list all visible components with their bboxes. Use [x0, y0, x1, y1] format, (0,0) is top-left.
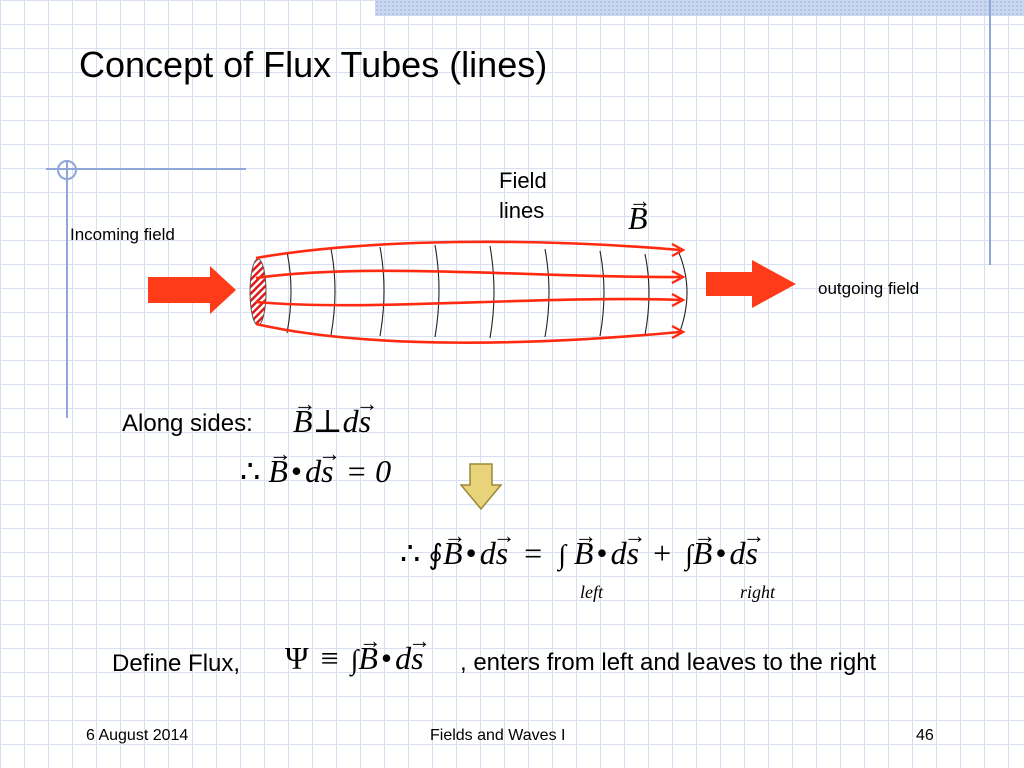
int-s1: s [496, 535, 508, 572]
int-b1: B [443, 535, 463, 572]
int-equals: = [524, 535, 543, 571]
field-line-arrowheads [671, 242, 686, 340]
flux-integral-symbol: ∫ [350, 645, 359, 676]
b-vector-symbol: B [628, 200, 648, 237]
int-dot3: • [715, 535, 727, 571]
define-flux-label: Define Flux, [112, 650, 241, 677]
slide-title: Concept of Flux Tubes (lines) [79, 44, 548, 85]
left-decoration-line [66, 160, 68, 418]
closed-integral-symbol: ∮ [428, 540, 443, 571]
flux-d: d [395, 640, 412, 676]
flux-definition-equation: Ψ ≡ ∫B•ds [285, 640, 424, 677]
perp-symbol: ⊥ [312, 403, 343, 439]
decoration-circle [57, 160, 77, 180]
perp-d: d [342, 403, 359, 439]
flux-s: s [411, 640, 423, 677]
left-subscript: left [580, 582, 603, 602]
left-decoration-hline [46, 168, 246, 170]
zero-eq-equals-zero: = 0 [345, 453, 392, 489]
field-lines-label-line1: Field [499, 168, 547, 193]
incoming-arrow [148, 266, 236, 314]
integral-equation: ∴ ∮B•ds = ∫ B•ds + ∫B•ds [400, 534, 758, 572]
int-s2: s [627, 535, 639, 572]
zero-eq-dot: • [290, 453, 303, 489]
left-integral-symbol: ∫ [558, 540, 566, 571]
int-d2: d [610, 535, 627, 571]
along-sides-label: Along sides: [122, 410, 253, 437]
perp-b: B [293, 403, 313, 440]
int-dot1: • [465, 535, 477, 571]
left-cross-section [249, 258, 267, 326]
header-decoration-band [375, 0, 1024, 16]
therefore-symbol: ∴ [240, 453, 261, 489]
footer-course: Fields and Waves I [430, 727, 566, 744]
field-lines-label-line2: lines [499, 198, 545, 223]
zero-eq-d: d [305, 453, 322, 489]
field-lines [255, 240, 681, 344]
zero-eq-s: s [321, 453, 333, 490]
flux-dot: • [380, 640, 393, 676]
flux-b: B [358, 640, 378, 677]
outgoing-arrow [706, 260, 796, 308]
down-arrow-icon [460, 463, 502, 511]
incoming-field-label: Incoming field [70, 225, 175, 244]
zero-eq-b: B [268, 453, 288, 490]
flux-tube-diagram [148, 240, 796, 344]
outgoing-field-label: outgoing field [818, 279, 920, 298]
dot-product-zero-equation: ∴ B•ds = 0 [240, 452, 391, 490]
int-d1: d [479, 535, 496, 571]
right-decoration-line [989, 0, 991, 265]
int-s3: s [746, 535, 758, 572]
perp-s: s [359, 403, 371, 440]
define-flux-tail: , enters from left and leaves to the rig… [460, 649, 877, 676]
right-integral-symbol: ∫ [685, 540, 693, 571]
equiv-symbol: ≡ [320, 640, 339, 676]
psi-symbol: Ψ [285, 640, 309, 676]
int-b3: B [693, 535, 713, 572]
footer-date: 6 August 2014 [86, 727, 189, 744]
int-b2: B [574, 535, 594, 572]
right-subscript: right [740, 582, 776, 602]
int-d3: d [729, 535, 746, 571]
tube-ribs [286, 244, 688, 339]
footer-page-number: 46 [916, 727, 934, 744]
b-vector-label: B [628, 200, 648, 237]
perpendicular-equation: B⊥ds [293, 402, 371, 440]
int-dot2: • [596, 535, 608, 571]
int-therefore: ∴ [400, 535, 421, 571]
int-plus: + [653, 535, 672, 571]
